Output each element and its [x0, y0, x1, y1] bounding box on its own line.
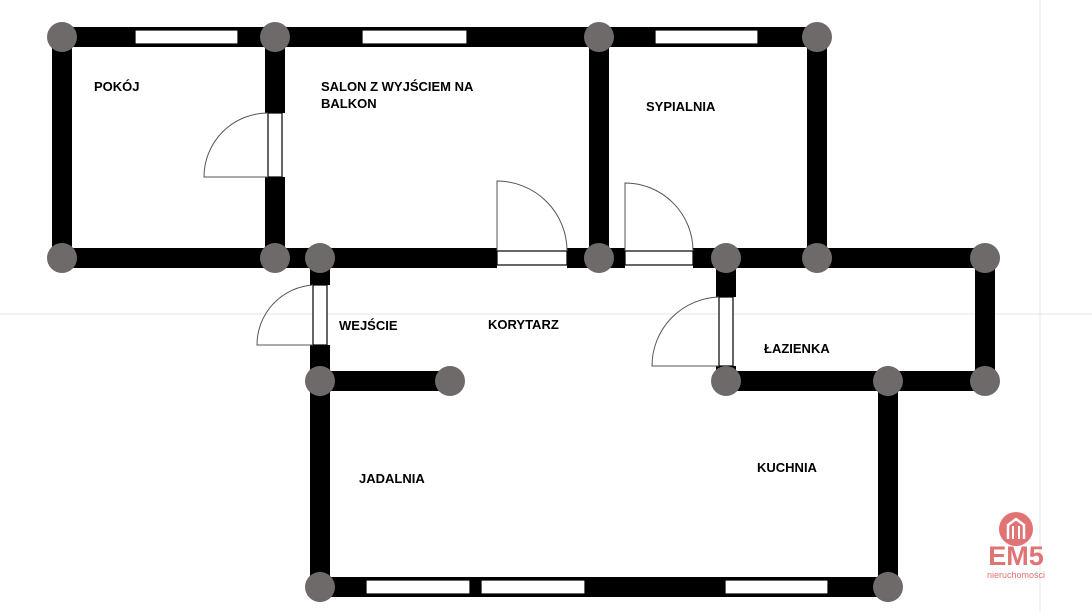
room-label-kuchnia: KUCHNIA — [757, 460, 817, 475]
logo-brand: EM5 — [988, 541, 1044, 571]
wall-nodes — [47, 22, 1000, 602]
room-label-wejscie: WEJŚCIE — [339, 318, 398, 333]
walls — [52, 27, 995, 597]
em5-logo: EM5 nieruchomości — [986, 512, 1046, 580]
room-label-salon: SALON Z WYJŚCIEM NA BALKON — [321, 79, 473, 111]
doors — [203, 112, 734, 367]
room-label-korytarz: KORYTARZ — [488, 317, 559, 332]
room-label-jadalnia: JADALNIA — [359, 471, 425, 486]
room-label-sypialnia: SYPIALNIA — [646, 99, 716, 114]
logo-tagline: nieruchomości — [986, 570, 1046, 580]
house-logo-icon — [999, 512, 1033, 546]
room-label-lazienka: ŁAZIENKA — [764, 341, 830, 356]
room-label-pokoj: POKÓJ — [94, 79, 140, 94]
windows — [134, 29, 829, 595]
